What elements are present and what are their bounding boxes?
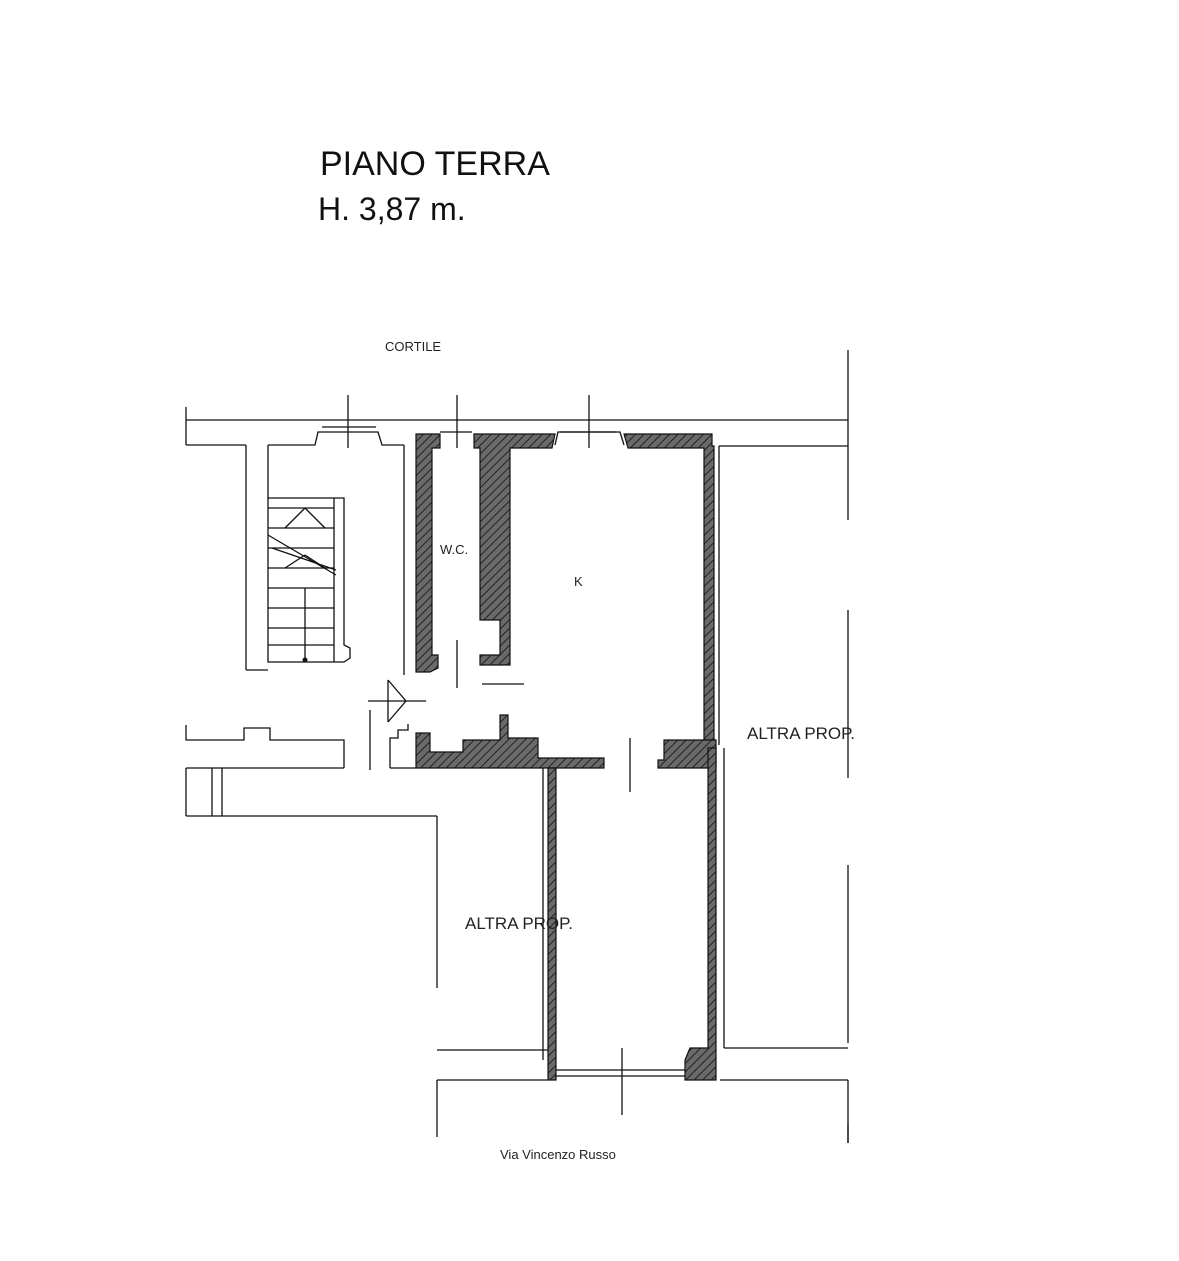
staircase xyxy=(245,445,351,671)
lower-room-walls xyxy=(542,747,725,1115)
courtyard-wall xyxy=(185,350,849,520)
courtyard-label: CORTILE xyxy=(385,339,441,354)
entrance-corridor xyxy=(368,679,631,792)
other-property-bottom-label: ALTRA PROP. xyxy=(465,914,573,933)
site-boundaries xyxy=(436,610,849,1143)
street-label: Via Vincenzo Russo xyxy=(500,1147,616,1162)
plan-height: H. 3,87 m. xyxy=(318,191,466,227)
wc-walls xyxy=(403,433,556,688)
wc-label: W.C. xyxy=(440,542,468,557)
main-room-walls xyxy=(623,433,720,769)
plan-title: PIANO TERRA xyxy=(320,145,550,183)
left-lower-walls xyxy=(185,710,438,988)
window-markers xyxy=(268,395,625,448)
kitchen-label: K xyxy=(574,574,583,589)
other-property-right-label: ALTRA PROP. xyxy=(747,724,855,743)
